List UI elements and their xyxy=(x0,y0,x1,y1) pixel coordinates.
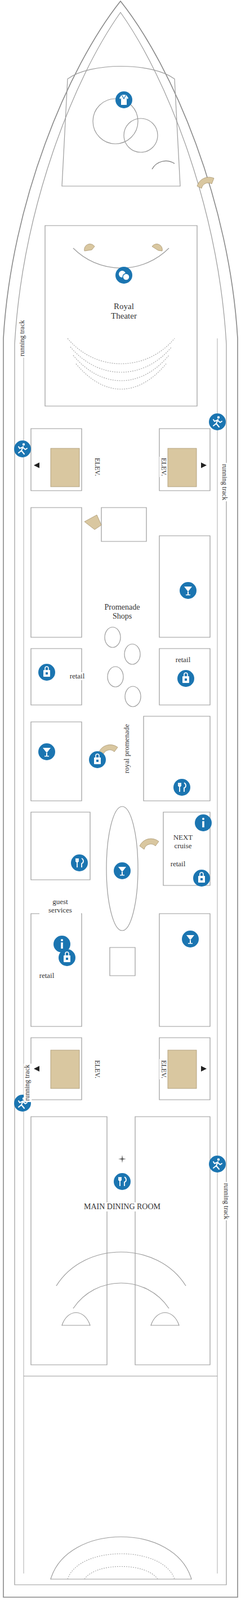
track-label: running track xyxy=(220,462,229,501)
track-label: running track xyxy=(18,318,27,357)
room-name: retail xyxy=(68,671,87,680)
room-name: retail xyxy=(38,970,56,979)
room-name: Royal Theater xyxy=(103,301,145,321)
room-name: Promenade Shops xyxy=(95,601,149,620)
street-label: royal promenade xyxy=(123,721,132,774)
track-label: running track xyxy=(221,1180,230,1219)
room-name: guest services xyxy=(39,896,82,914)
room-name: NEXT cruise xyxy=(164,832,202,850)
track-label: running track xyxy=(23,1061,32,1101)
room-name: retail xyxy=(169,858,187,868)
elevator-label: ELEV. xyxy=(92,1057,101,1078)
elevator-label: ELEV. xyxy=(159,456,168,477)
room-name: retail xyxy=(174,654,193,664)
elevator-label: ELEV. xyxy=(92,456,101,477)
elevator-label: ELEV. xyxy=(159,1057,168,1078)
room-name: MAIN DINING ROOM xyxy=(82,1200,162,1210)
